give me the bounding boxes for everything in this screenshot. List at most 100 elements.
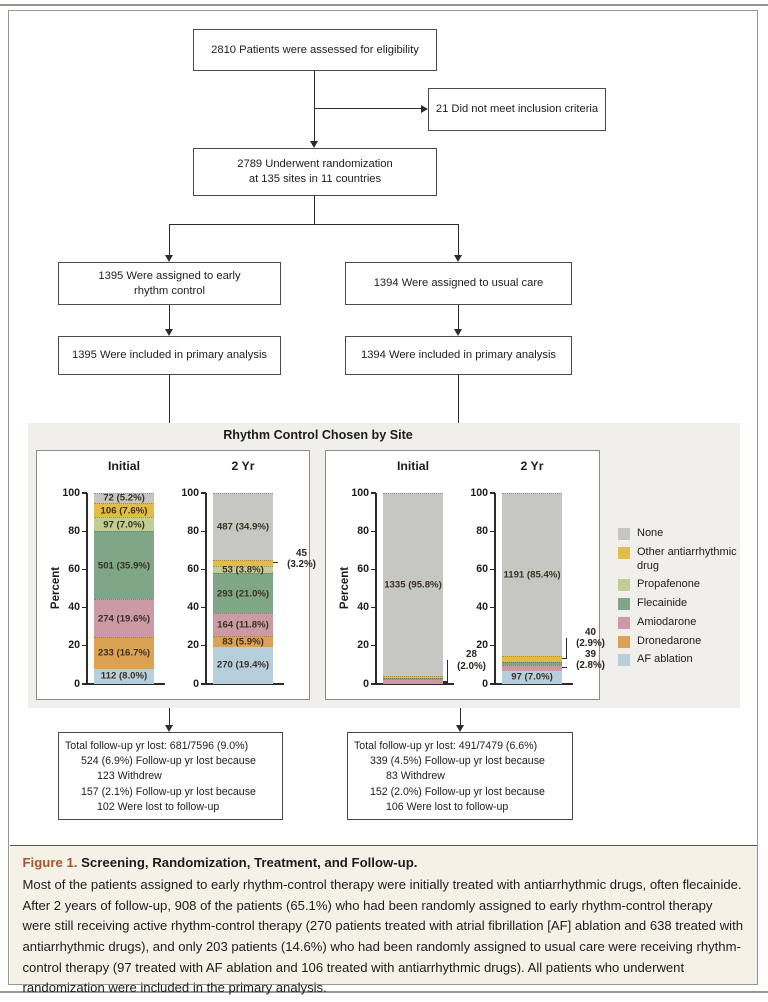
legend-label: Dronedarone	[637, 634, 702, 647]
bar-segment-af-ablation: 97 (7.0%)	[502, 670, 562, 684]
flow-line	[458, 375, 460, 443]
y-tick-mark	[490, 568, 495, 571]
stacked-bar-early-2yr: 270 (19.4%)83 (5.9%)164 (11.8%)293 (21.0…	[181, 487, 326, 690]
y-tick-mark	[82, 645, 87, 647]
y-tick-mark	[201, 645, 206, 647]
y-tick-mark	[82, 683, 87, 685]
y-axis-label: Percent	[339, 566, 351, 610]
figure-caption: Figure 1. Screening, Randomization, Trea…	[9, 845, 757, 995]
y-tick-label: 80	[476, 524, 488, 537]
legend-label: Amiodarone	[637, 615, 697, 628]
bar-segment-flecainide	[502, 662, 562, 666]
assigned-early-box: 1395 Were assigned to early rhythm contr…	[58, 262, 281, 305]
segment-value-label: 501 (35.9%)	[97, 560, 151, 572]
y-tick-mark	[371, 530, 376, 532]
flow-line	[458, 305, 460, 331]
callout-connector	[562, 667, 567, 669]
eligibility-box: 2810 Patients were assessed for eligibil…	[193, 29, 437, 71]
legend-label: Other antiarrhythmic drug	[637, 545, 737, 572]
segment-value-label: 233 (16.7%)	[97, 647, 151, 659]
arrowhead-down-icon	[454, 329, 463, 336]
callout-connector	[562, 658, 567, 660]
followup-usual-box: Total follow-up yr lost: 491/7479 (6.6%)…	[347, 732, 573, 820]
exclusion-text: 21 Did not meet inclusion criteria	[435, 103, 599, 116]
bar-segment-none: 487 (34.9%)	[213, 493, 273, 560]
segment-value-label: 270 (19.4%)	[216, 659, 270, 671]
followup-line: 157 (2.1%) Follow-up yr lost because	[81, 785, 256, 798]
y-axis-label: Percent	[50, 566, 62, 610]
flow-line	[169, 305, 171, 331]
caption-title: Figure 1. Screening, Randomization, Trea…	[23, 855, 744, 870]
figure-frame	[8, 10, 758, 985]
legend-swatch-other-antiarrhythmic-drug	[618, 546, 630, 559]
followup-line: 339 (4.5%) Follow-up yr lost because	[370, 755, 545, 768]
legend-item-flecainide: Flecainide	[618, 597, 747, 611]
y-tick-label: 20	[357, 639, 369, 652]
assigned-early-line1: 1395 Were assigned to early	[98, 269, 241, 282]
followup-line: Total follow-up yr lost: 491/7479 (6.6%)	[354, 740, 538, 752]
followup-early-box: Total follow-up yr lost: 681/7596 (9.0%)…	[58, 732, 283, 820]
arrowhead-down-icon	[165, 329, 174, 336]
bar-segment-amiodarone	[383, 680, 443, 684]
y-tick-mark	[490, 607, 495, 609]
followup-line: 152 (2.0%) Follow-up yr lost because	[370, 785, 545, 798]
bar-segment-none: 1191 (85.4%)	[502, 493, 562, 657]
y-tick-mark	[82, 530, 87, 532]
y-tick-mark	[201, 492, 206, 494]
callout-connector	[273, 562, 278, 564]
segment-value-label: 83 (5.9%)	[222, 636, 264, 648]
arrowhead-down-icon	[456, 725, 465, 732]
legend-swatch-none	[618, 528, 630, 540]
legend-label: None	[637, 527, 664, 539]
bar-stack: 112 (8.0%)233 (16.7%)274 (19.6%)501 (35.…	[94, 493, 154, 684]
callout-connector	[447, 660, 449, 683]
callout-connector	[566, 637, 568, 659]
included-usual-text: 1394 Were included in primary analysis	[360, 349, 557, 362]
arrowhead-right-icon	[421, 104, 428, 113]
bar-segment-none: 72 (5.2%)	[94, 493, 154, 504]
bar-stack: 97 (7.0%) 1191 (85.4%)	[502, 493, 562, 684]
chart-title: Rhythm Control Chosen by Site	[223, 428, 413, 442]
flow-line	[169, 224, 171, 257]
included-usual-box: 1394 Were included in primary analysis	[345, 336, 572, 375]
eligibility-text: 2810 Patients were assessed for eligibil…	[211, 43, 419, 56]
y-tick-label: 0	[193, 677, 199, 690]
bar-header-2yr: 2 Yr	[231, 459, 255, 473]
legend-label: AF ablation	[637, 653, 693, 666]
bar-segment-other-antiarrhythmic-drug: 106 (7.6%)	[94, 502, 154, 518]
y-tick-label: 0	[482, 677, 488, 690]
segment-callout-label: 28(2.0%)	[457, 649, 486, 672]
y-tick-mark	[490, 492, 495, 494]
caption-title-text: Screening, Randomization, Treatment, and…	[81, 855, 418, 870]
bar-segment-amiodarone: 274 (19.6%)	[94, 599, 154, 637]
y-tick-label: 0	[363, 677, 369, 690]
bar-segment-amiodarone: 164 (11.8%)	[213, 613, 273, 636]
y-tick-label: 20	[68, 639, 80, 652]
bar-segment-propafenone	[502, 661, 562, 663]
y-tick-mark	[371, 645, 376, 647]
y-tick-mark	[82, 607, 87, 609]
y-tick-label: 40	[68, 601, 80, 614]
y-axis	[205, 492, 207, 685]
arrowhead-down-icon	[165, 725, 174, 732]
bar-segment-propafenone: 53 (3.8%)	[213, 564, 273, 575]
y-tick-mark	[490, 645, 495, 647]
y-tick-mark	[201, 683, 206, 685]
y-tick-mark	[371, 568, 376, 571]
segment-value-label: 1191 (85.4%)	[503, 569, 561, 581]
arrowhead-down-icon	[165, 255, 174, 262]
legend-swatch-propafenone	[618, 579, 630, 592]
y-tick-label: 60	[68, 562, 80, 575]
y-tick-mark	[82, 568, 87, 571]
y-tick-label: 20	[476, 639, 488, 652]
flow-line	[314, 196, 316, 225]
bar-segment-af-ablation: 270 (19.4%)	[213, 646, 273, 684]
figure-number: Figure 1.	[22, 855, 78, 870]
legend-item-af-ablation: AF ablation	[618, 653, 747, 667]
exclusion-box: 21 Did not meet inclusion criteria	[428, 88, 606, 131]
legend-item-propafenone: Propafenone	[618, 578, 747, 592]
legend-item-amiodarone: Amiodarone	[618, 616, 747, 630]
bar-segment-other-antiarrhythmic-drug	[383, 676, 443, 678]
segment-value-label: 274 (19.6%)	[97, 613, 151, 625]
